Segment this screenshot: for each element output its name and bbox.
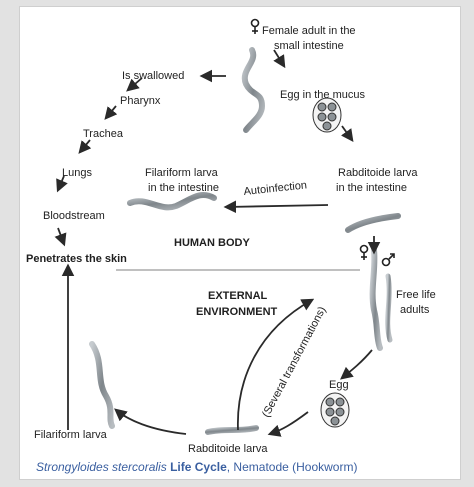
rhabditoid-intestine-worm-icon xyxy=(348,216,398,230)
rhabditoid-intestine-label: Rabditoide larva in the intestine xyxy=(336,167,421,194)
arrow-trachea-to-lungs xyxy=(80,140,90,152)
egg-label: Egg xyxy=(329,379,349,391)
filariform-larva-label: Filariform larva xyxy=(34,429,108,441)
diagram-caption: Strongyloides stercoralis Life Cycle, Ne… xyxy=(36,460,357,474)
filariform-intestine-worm-icon xyxy=(130,195,214,207)
female-adult-label: Female adult in the small intestine xyxy=(262,25,359,52)
arrow-free-to-egg xyxy=(342,350,372,378)
filariform-larva-worm-icon xyxy=(92,344,112,426)
female-symbol-icon xyxy=(252,20,259,35)
male-symbol-icon xyxy=(383,254,395,266)
swallowed-label: Is swallowed xyxy=(122,70,184,82)
rhabditoid-larva-label: Rabditoide larva xyxy=(188,443,268,455)
free-male-worm-icon xyxy=(373,250,380,348)
rhabditoid-larva-worm-icon xyxy=(208,428,256,432)
caption-species: Strongyloides stercoralis xyxy=(36,460,167,474)
external-environment-label: EXTERNAL ENVIRONMENT xyxy=(196,290,278,318)
autoinfection-label: Autoinfection xyxy=(243,179,308,198)
egg-mucus-cluster-icon xyxy=(313,98,341,132)
arrow-egg-to-rhabditoid xyxy=(270,412,308,434)
human-body-label: HUMAN BODY xyxy=(174,237,250,249)
female-adult-worm-icon xyxy=(245,50,262,130)
arrow-female-to-egg xyxy=(274,50,284,66)
trachea-label: Trachea xyxy=(83,128,124,140)
arrow-egg-to-rhabditoid xyxy=(342,126,352,140)
penetrates-skin-label: Penetrates the skin xyxy=(26,253,127,265)
pharynx-label: Pharynx xyxy=(120,95,161,107)
arrow-autoinfection xyxy=(226,205,328,207)
arrow-rhabditoid-to-filariform xyxy=(116,410,186,434)
free-female-worm-icon xyxy=(388,276,390,340)
free-female-symbol-icon xyxy=(361,246,368,261)
filariform-intestine-label: Filariform larva in the intestine xyxy=(145,167,221,194)
several-transformations-label: (Several transformations) xyxy=(260,305,329,420)
arrow-bloodstream-to-skin xyxy=(58,228,64,244)
egg-cluster-icon xyxy=(321,393,349,427)
egg-mucus-label: Egg in the mucus xyxy=(280,89,365,101)
free-life-label: Free life adults xyxy=(396,289,439,316)
lungs-label: Lungs xyxy=(62,167,92,179)
caption-rest: , Nematode (Hookworm) xyxy=(227,460,358,474)
bloodstream-label: Bloodstream xyxy=(43,210,105,222)
caption-life-cycle: Life Cycle xyxy=(167,460,227,474)
arrow-pharynx-to-trachea xyxy=(106,106,116,118)
